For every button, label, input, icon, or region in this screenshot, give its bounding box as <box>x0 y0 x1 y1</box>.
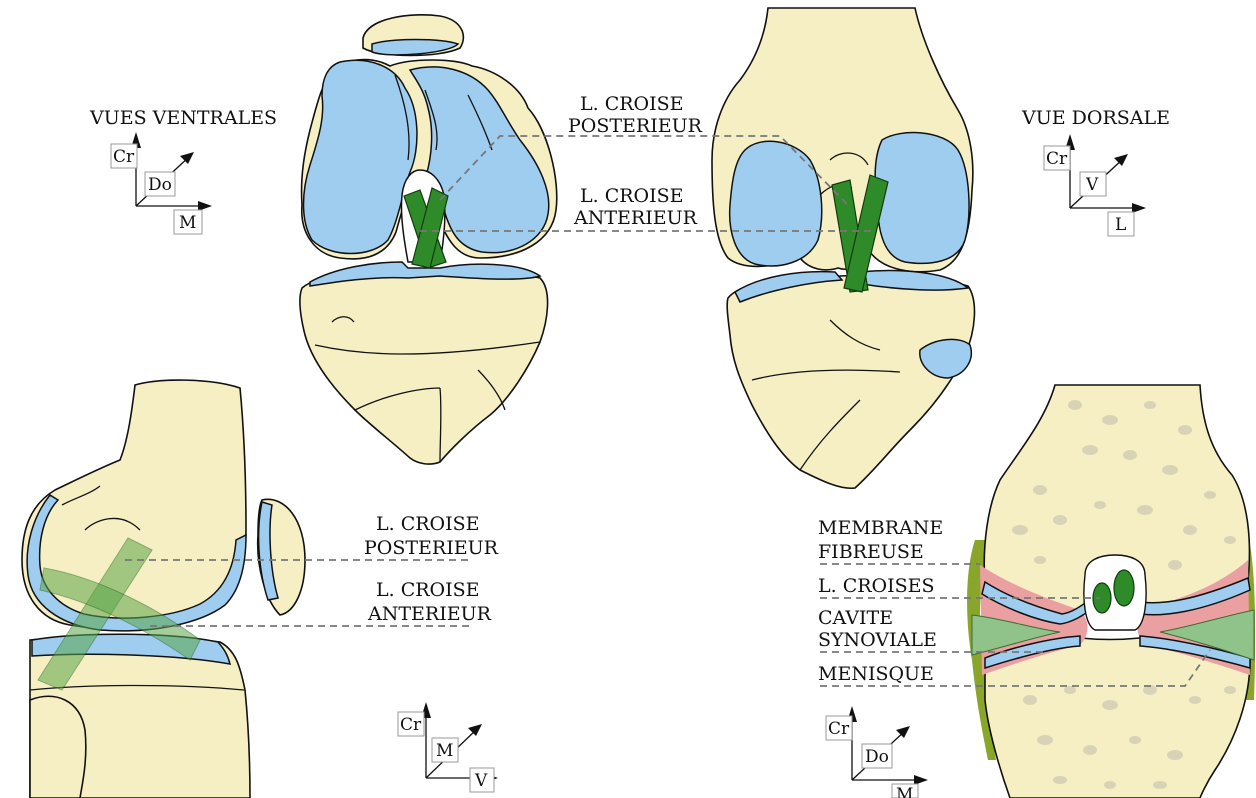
lateral-orientation-axes: Cr M V <box>398 702 498 792</box>
section-cavity-line2: SYNOVIALE <box>818 629 937 651</box>
section-knee-view <box>967 385 1255 798</box>
section-ligaments-label: L. CROISES <box>818 575 935 597</box>
ventral-knee-view <box>300 15 557 464</box>
section-cruciate-right <box>1114 570 1134 606</box>
section-membrane-line2: FIBREUSE <box>818 541 924 563</box>
dorsal-title: VUE DORSALE <box>1021 107 1170 129</box>
lateral-posterior-line2: POSTERIEUR <box>364 537 499 559</box>
section-cruciate-left <box>1093 583 1111 613</box>
dorsal-tibia <box>727 275 974 488</box>
ventral-orientation-axes: Cr Do M <box>111 132 212 234</box>
top-posterior-line1: L. CROISE <box>580 93 684 115</box>
dorsal-orientation-axes: Cr V L <box>1044 134 1146 236</box>
dorsal-axis-depth: V <box>1085 175 1099 195</box>
section-axis-depth: Do <box>865 747 889 767</box>
ventral-axis-up: Cr <box>113 147 135 167</box>
dorsal-femur-cartilage-left <box>730 141 822 266</box>
section-axis-side: M <box>896 785 913 798</box>
dorsal-axis-up: Cr <box>1046 149 1068 169</box>
top-anterior-line2: ANTERIEUR <box>573 207 698 229</box>
lateral-anterior-line1: L. CROISE <box>376 579 480 601</box>
lateral-axis-up: Cr <box>400 715 422 735</box>
top-anterior-line1: L. CROISE <box>580 185 684 207</box>
ventral-title: VUES VENTRALES <box>89 107 277 129</box>
dorsal-axis-side: L <box>1115 215 1126 235</box>
lateral-axis-depth: M <box>436 741 453 761</box>
ventral-axis-depth: Do <box>148 175 172 195</box>
section-cavity-line1: CAVITE <box>818 607 893 629</box>
lateral-anterior-line2: ANTERIEUR <box>367 603 492 625</box>
ventral-tibia <box>300 269 548 464</box>
section-axis-up: Cr <box>828 719 850 739</box>
top-posterior-line2: POSTERIEUR <box>568 115 703 137</box>
ventral-axis-side: M <box>179 213 196 233</box>
lateral-knee-view <box>22 380 305 798</box>
dorsal-knee-view <box>712 8 974 488</box>
lateral-posterior-line1: L. CROISE <box>376 513 480 535</box>
lateral-fibula <box>30 696 86 798</box>
section-orientation-axes: Cr Do M <box>826 706 928 798</box>
lateral-axis-side: V <box>474 771 488 791</box>
section-membrane-line1: MEMBRANE <box>818 517 943 539</box>
dorsal-femur-cartilage-right <box>875 133 969 264</box>
section-meniscus-label: MENISQUE <box>818 663 934 685</box>
